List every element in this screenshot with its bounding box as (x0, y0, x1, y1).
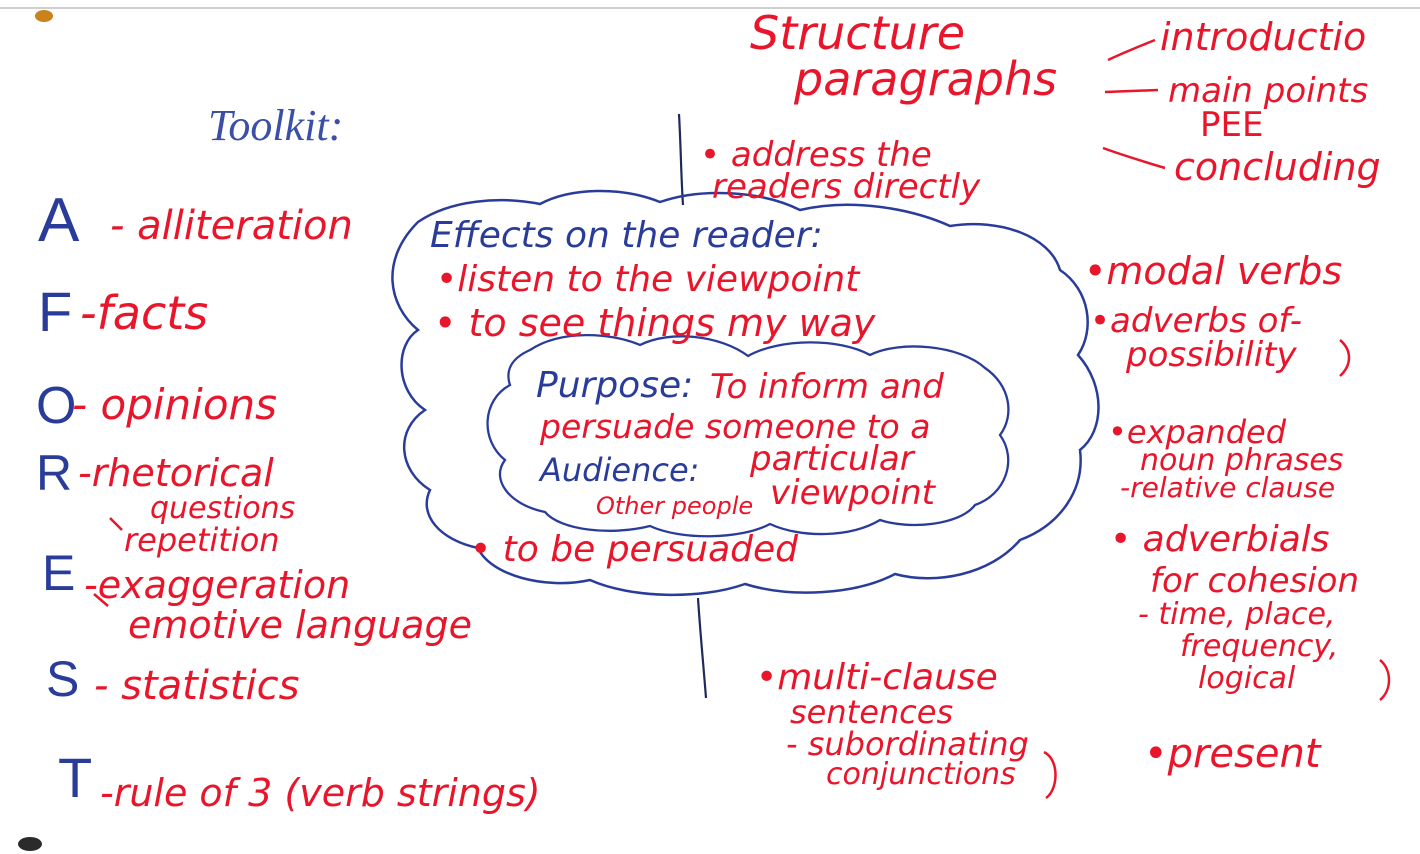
feature-multi-clause-line3: - subordinating (786, 725, 1029, 763)
feature-expanded-line1: •expanded (1108, 413, 1287, 451)
stem-line-top (677, 113, 685, 206)
purpose-text-line1: To inform and (710, 367, 944, 407)
magnet-top-left (35, 10, 53, 22)
toolkit-item-opinions: - opinions (72, 380, 278, 429)
purpose-text-line4: viewpoint (770, 473, 936, 513)
feature-expanded-line2: noun phrases (1140, 443, 1344, 478)
structure-item-introduction: introductio (1160, 15, 1367, 59)
feature-adverbials-line4: frequency, (1180, 629, 1339, 664)
feature-adverbials-line3: - time, place, (1138, 597, 1336, 632)
structure-connector-1 (1107, 38, 1156, 62)
structure-item-main-points: main points (1168, 71, 1369, 111)
feature-address-line2: readers directly (712, 167, 981, 207)
toolkit-item-exaggeration: -exaggeration (84, 563, 351, 607)
toolkit-letter-s: S (46, 651, 80, 707)
feature-multi-clause-line1: •multi-clause (756, 657, 998, 698)
toolkit-item-facts: -facts (80, 286, 209, 340)
structure-paragraphs-label: paragraphs (794, 52, 1058, 106)
feature-adverbials-line5: logical (1198, 661, 1296, 696)
toolkit-title: Toolkit: (208, 101, 344, 150)
toolkit-item-rhetorical: -rhetorical (78, 451, 274, 495)
feature-adverbs-line2: possibility (1126, 335, 1297, 375)
feature-adverbials-line1: • adverbials (1110, 519, 1330, 560)
effect-persuaded: • to be persuaded (470, 529, 798, 570)
brace-conjunctions (1043, 750, 1057, 800)
feature-adverbs-line1: •adverbs of- (1090, 301, 1303, 341)
toolkit-item-statistics: - statistics (94, 663, 300, 709)
feature-modal-verbs: •modal verbs (1084, 249, 1343, 293)
purpose-text-line2: persuade someone to a (540, 407, 931, 446)
toolkit-item-questions: questions (150, 491, 296, 526)
feature-expanded-line3: -relative clause (1120, 471, 1336, 504)
purpose-label: Purpose: (536, 365, 694, 406)
effect-see-my-way: • to see things my way (434, 301, 876, 345)
structure-connector-2 (1104, 88, 1159, 94)
toolkit-letter-a: A (38, 186, 80, 255)
magnet-bottom-left (18, 837, 42, 851)
inner-cloud (486, 333, 1010, 538)
audience-value: Other people (596, 492, 754, 520)
feature-multi-clause-line2: sentences (790, 693, 954, 731)
brace-frequency (1379, 659, 1391, 701)
toolkit-letter-f: F (38, 280, 73, 343)
outer-cloud (391, 189, 1100, 597)
feature-multi-clause-line4: conjunctions (826, 757, 1016, 792)
effects-title: Effects on the reader: (430, 215, 823, 256)
feature-adverbials-line2: for cohesion (1150, 561, 1360, 601)
effect-listen: •listen to the viewpoint (436, 259, 860, 300)
structure-connector-3 (1102, 146, 1166, 170)
toolkit-letter-t: T (58, 746, 93, 809)
structure-label: Structure (750, 6, 965, 60)
stem-line-bottom (696, 597, 708, 699)
tick-emotive (93, 593, 109, 607)
toolkit-item-repetition: repetition (124, 521, 280, 559)
toolkit-letter-o: O (36, 377, 77, 435)
toolkit-letter-e: E (42, 545, 76, 601)
toolkit-item-rule-of-three: -rule of 3 (verb strings) (100, 771, 541, 815)
structure-item-concluding: concluding (1174, 145, 1381, 189)
structure-item-pee: PEE (1200, 105, 1264, 145)
audience-label: Audience: (540, 451, 700, 489)
feature-address-line1: • address the (700, 135, 932, 175)
purpose-text-line3: particular (750, 439, 914, 479)
toolkit-item-alliteration: - alliteration (110, 203, 353, 249)
brace-possibility (1339, 339, 1351, 377)
toolkit-letter-r: R (36, 445, 73, 501)
feature-present: •present (1144, 731, 1321, 777)
toolkit-item-emotive-language: emotive language (128, 603, 472, 647)
tick-repetition (109, 517, 123, 531)
